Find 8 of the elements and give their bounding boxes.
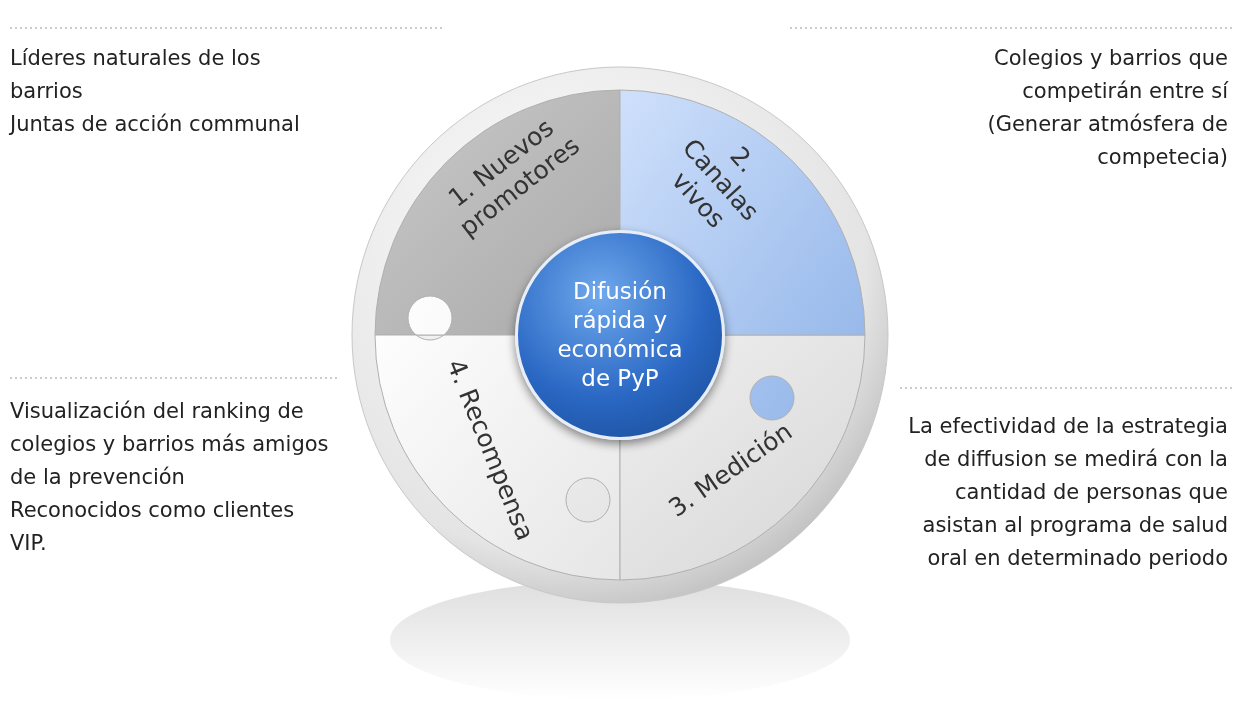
description-text: Visualización del ranking de colegios y barrios más amigos de la prevención xyxy=(10,398,330,491)
description-text: Líderes naturales de los barrios xyxy=(10,45,262,105)
description-text: Colegios y barrios que competirán entre sí xyxy=(993,45,1228,105)
center-text: Difusión rápida y económica de PyP xyxy=(556,277,684,393)
description-text: (Generar atmósfera de competecia) xyxy=(986,111,1228,171)
description-text: La efectividad de la estrategia de diffusion se medirá con la cantidad de personas que asistan al programa de salud oral en determinado periodo xyxy=(907,413,1228,572)
description-text: Juntas de acción communal xyxy=(10,111,300,138)
description-text: Reconocidos como clientes VIP. xyxy=(10,497,296,557)
